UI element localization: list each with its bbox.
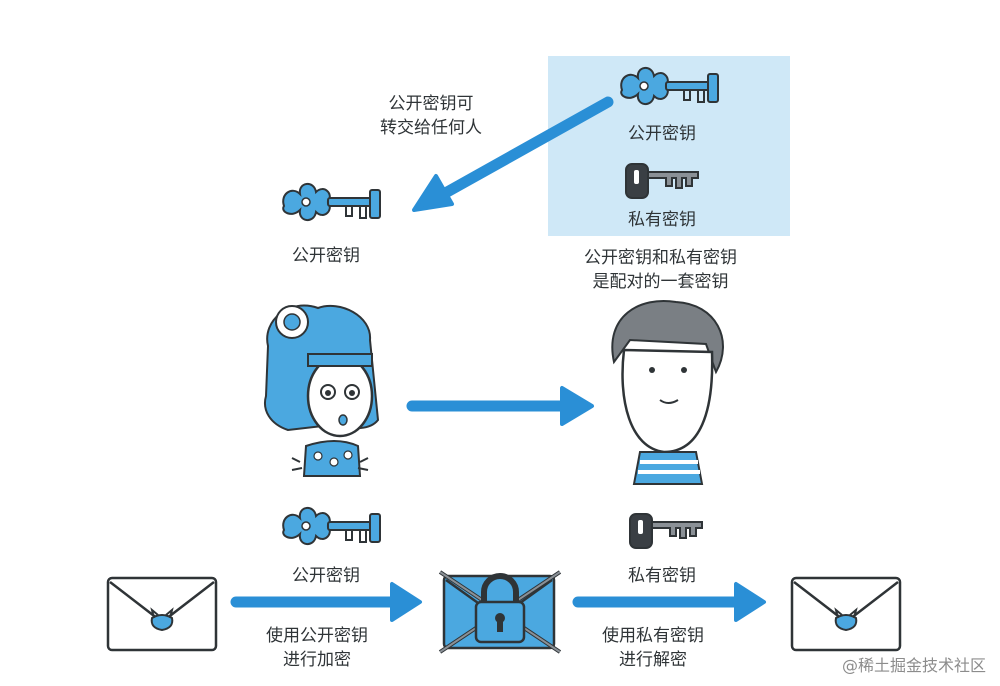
envelope-icon	[106, 576, 218, 652]
box-private-key-label: 私有密钥	[628, 210, 696, 230]
share-note-line2: 转交给任何人	[380, 118, 482, 138]
share-note-line1: 公开密钥可	[388, 94, 474, 114]
encrypt-arrow	[230, 582, 422, 622]
share-arrow	[412, 96, 614, 212]
pair-note: 公开密钥和私有密钥 是配对的一套密钥	[584, 246, 737, 294]
encrypt-note: 使用公开密钥 进行加密	[266, 624, 368, 672]
bottom-public-key-label: 公开密钥	[292, 566, 360, 586]
left-public-key-label: 公开密钥	[292, 246, 360, 266]
private-key-icon	[629, 513, 703, 549]
decrypt-note-line2: 进行解密	[619, 650, 687, 670]
decrypt-note-line1: 使用私有密钥	[602, 626, 704, 646]
boy-receiver-icon	[611, 300, 724, 485]
public-key-icon	[282, 506, 381, 546]
pair-note-line1: 公开密钥和私有密钥	[584, 248, 737, 268]
encrypt-note-line1: 使用公开密钥	[266, 626, 368, 646]
send-arrow	[406, 386, 594, 426]
share-note: 公开密钥可 转交给任何人	[380, 92, 482, 140]
padlock-icon	[474, 573, 526, 644]
public-key-icon	[282, 182, 381, 222]
pair-note-line2: 是配对的一套密钥	[592, 272, 729, 292]
girl-sender-icon	[264, 304, 380, 477]
box-public-key-label: 公开密钥	[628, 124, 696, 144]
watermark: @稀土掘金技术社区	[841, 656, 986, 675]
decrypt-note: 使用私有密钥 进行解密	[602, 624, 704, 672]
encrypt-note-line2: 进行加密	[283, 650, 351, 670]
decrypt-arrow	[572, 582, 766, 622]
envelope-icon	[790, 576, 902, 652]
bottom-private-key-label: 私有密钥	[628, 566, 696, 586]
